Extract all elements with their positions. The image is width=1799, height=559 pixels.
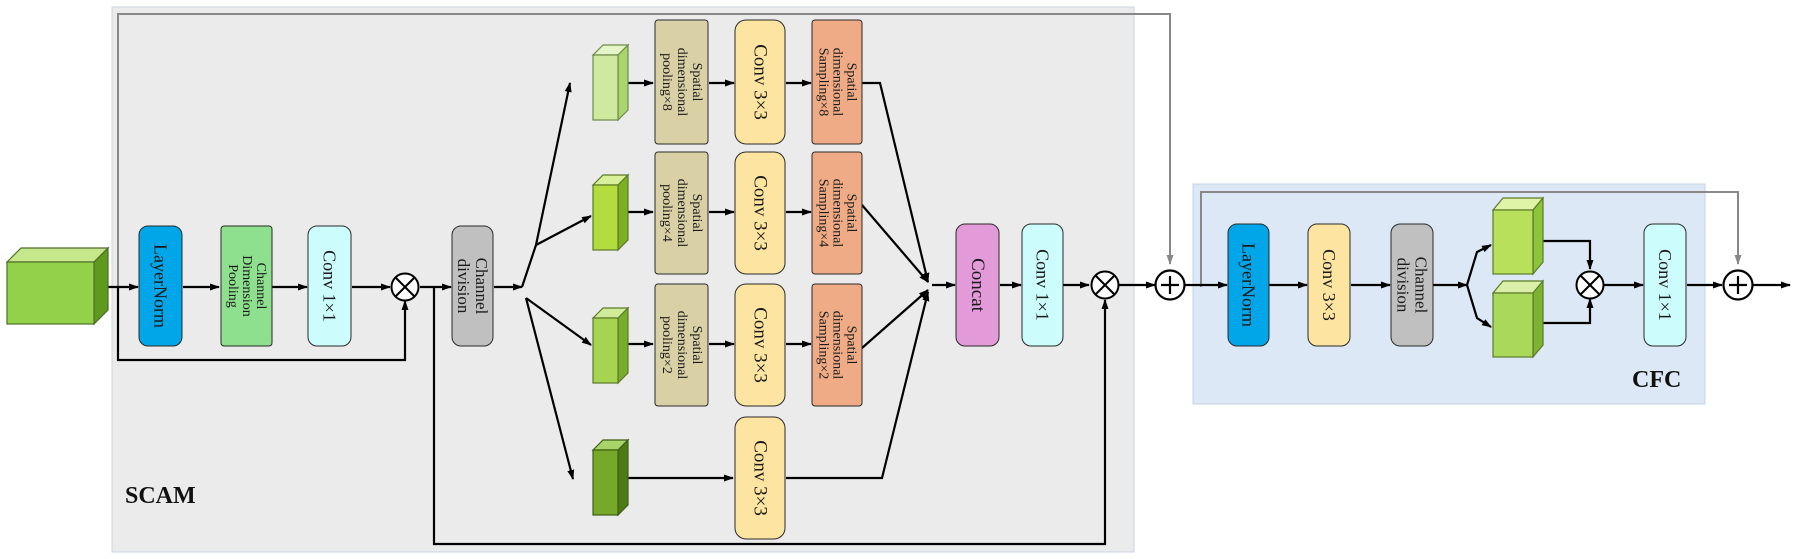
multiply-operator-2 <box>1090 270 1120 300</box>
scam-layernorm-block: LayerNorm <box>138 225 183 347</box>
channel-dimension-pooling-block: Channel Dimension Pooling <box>220 225 273 347</box>
spatial-pooling-x8-block: Spatial dimensional pooling×8 <box>654 19 709 145</box>
cfc-conv3x3-block: Conv 3×3 <box>1307 223 1351 347</box>
cfc-module-panel <box>1192 183 1706 405</box>
sampling-x8-line-1: Spatial <box>844 63 859 102</box>
scam-conv1x1-block: Conv 1×1 <box>307 225 352 347</box>
cfc-channel-division-line-1: Channel <box>1412 257 1431 314</box>
branch3-conv3x3-label: Conv 3×3 <box>750 307 771 383</box>
sampling-x2-line-1: Spatial <box>844 326 859 365</box>
branch1-conv3x3-block: Conv 3×3 <box>734 19 786 145</box>
branch3-conv3x3-block: Conv 3×3 <box>734 283 786 407</box>
branch4-conv3x3-label: Conv 3×3 <box>750 440 771 516</box>
branch1-conv3x3-label: Conv 3×3 <box>750 44 771 120</box>
skip-connection-cfc <box>1200 191 1742 287</box>
cfc-channel-division-block: Channel division <box>1390 223 1434 347</box>
scam-conv1x1-label: Conv 1×1 <box>320 250 340 322</box>
branch2-feature-cube <box>591 173 630 252</box>
branch2-conv3x3-block: Conv 3×3 <box>734 151 786 275</box>
cfc-multiply-operator <box>1575 270 1605 300</box>
scam-label: SCAM <box>125 483 196 509</box>
cfc-layernorm-block: LayerNorm <box>1227 223 1270 347</box>
branch1-feature-cube <box>591 43 630 122</box>
cfc-output-conv1x1-label: Conv 1×1 <box>1655 249 1675 321</box>
sampling-x8-line-3: Sampling×8 <box>816 48 831 117</box>
pooling-x8-line-3: pooling×8 <box>659 53 674 111</box>
branch4-feature-cube <box>591 438 630 517</box>
pooling-x2-line-2: dimensional <box>674 311 689 380</box>
concat-label: Concat <box>967 258 988 313</box>
spatial-sampling-x4-block: Spatial dimensional Sampling×4 <box>811 151 863 275</box>
cfc-label: CFC <box>1632 367 1681 393</box>
scam-layernorm-label: LayerNorm <box>151 244 171 328</box>
pooling-x2-line-3: pooling×2 <box>659 316 674 374</box>
cfc-channel-division-line-2: division <box>1394 258 1413 313</box>
cfc-layernorm-label: LayerNorm <box>1239 243 1259 327</box>
multiply-operator-1 <box>390 272 420 302</box>
scam-output-conv1x1-block: Conv 1×1 <box>1021 223 1064 347</box>
add-operator-1 <box>1154 269 1186 301</box>
sampling-x4-line-3: Sampling×4 <box>816 179 831 248</box>
sampling-x2-line-2: dimensional <box>830 311 845 380</box>
channel-pooling-line-2: Dimension <box>239 255 254 316</box>
input-feature-cube <box>5 246 110 326</box>
channel-pooling-line-1: Channel <box>253 263 268 310</box>
pooling-x2-line-1: Spatial <box>689 326 704 365</box>
pooling-x8-line-1: Spatial <box>689 63 704 102</box>
spatial-sampling-x2-block: Spatial dimensional Sampling×2 <box>811 283 863 407</box>
pooling-x8-line-2: dimensional <box>674 48 689 117</box>
cfc-lower-feature-cube <box>1491 279 1545 359</box>
skip-connection-scam <box>117 13 1174 287</box>
spatial-sampling-x8-block: Spatial dimensional Sampling×8 <box>811 19 863 145</box>
add-operator-2 <box>1722 269 1754 301</box>
branch2-conv3x3-label: Conv 3×3 <box>750 175 771 251</box>
branch3-feature-cube <box>591 306 630 385</box>
cfc-upper-feature-cube <box>1491 196 1545 276</box>
pooling-x4-line-3: pooling×4 <box>659 184 674 242</box>
cfc-output-conv1x1-block: Conv 1×1 <box>1643 223 1687 347</box>
concat-block: Concat <box>955 223 1000 347</box>
spatial-pooling-x4-block: Spatial dimensional pooling×4 <box>654 151 709 275</box>
channel-pooling-line-3: Pooling <box>225 264 240 308</box>
sampling-x4-line-1: Spatial <box>844 194 859 233</box>
sampling-x8-line-2: dimensional <box>830 48 845 117</box>
scam-channel-division-line-2: division <box>454 259 473 314</box>
sampling-x2-line-3: Sampling×2 <box>816 311 831 380</box>
pooling-x4-line-2: dimensional <box>674 179 689 248</box>
spatial-pooling-x2-block: Spatial dimensional pooling×2 <box>654 283 709 407</box>
branch4-conv3x3-block: Conv 3×3 <box>734 416 786 540</box>
data-flow-arrows <box>108 79 1791 546</box>
cfc-conv3x3-label: Conv 3×3 <box>1319 249 1339 321</box>
sampling-x4-line-2: dimensional <box>830 179 845 248</box>
pooling-x4-line-1: Spatial <box>689 194 704 233</box>
scam-output-conv1x1-label: Conv 1×1 <box>1033 249 1053 321</box>
scam-channel-division-line-1: Channel <box>472 258 491 315</box>
scam-channel-division-block: Channel division <box>451 225 494 347</box>
